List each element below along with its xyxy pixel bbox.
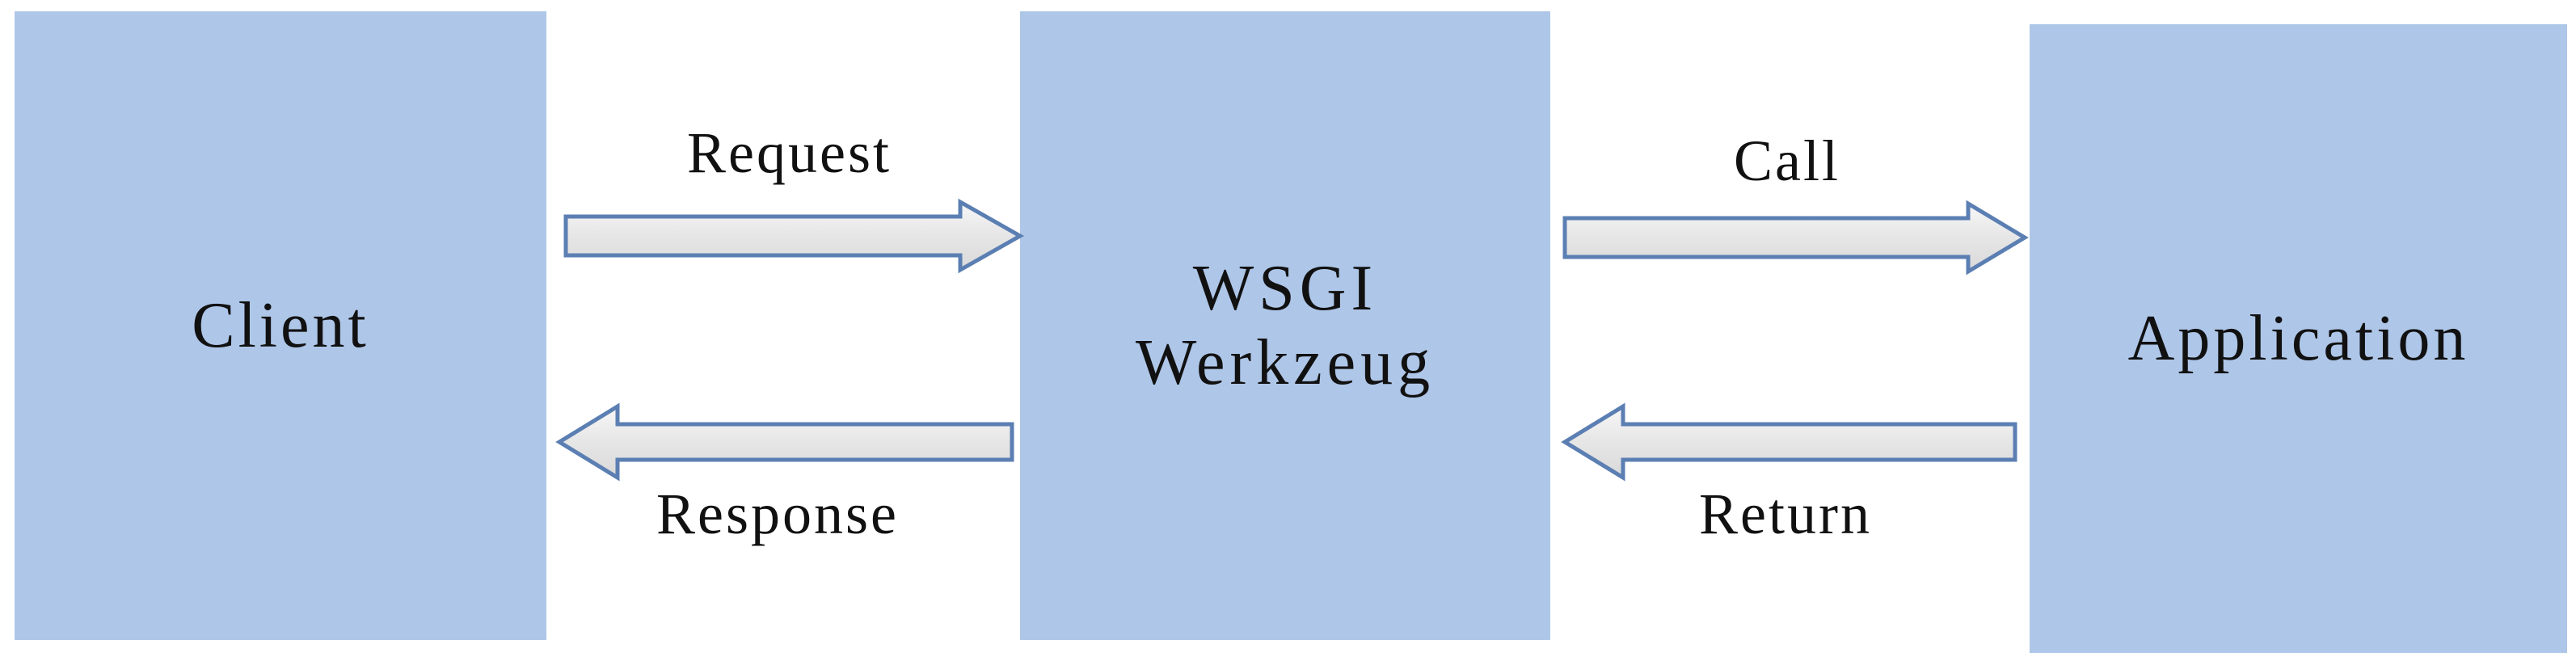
return-arrow — [1561, 402, 2017, 482]
client-node: Client — [15, 11, 546, 640]
response-arrow — [555, 402, 1014, 482]
application-node: Application — [2030, 24, 2567, 653]
request-arrow — [563, 198, 1025, 274]
request-label: Request — [687, 120, 892, 185]
wsgi-label-line1: WSGI — [1192, 253, 1378, 324]
application-label: Application — [2127, 303, 2469, 374]
wsgi-label-line2: Werkzeug — [1135, 327, 1436, 398]
wsgi-werkzeug-node: WSGI Werkzeug — [1020, 11, 1550, 640]
call-arrow — [1562, 200, 2029, 276]
return-label: Return — [1699, 482, 1872, 546]
client-label: Client — [192, 290, 369, 361]
response-label: Response — [656, 482, 899, 546]
call-label: Call — [1734, 128, 1840, 193]
